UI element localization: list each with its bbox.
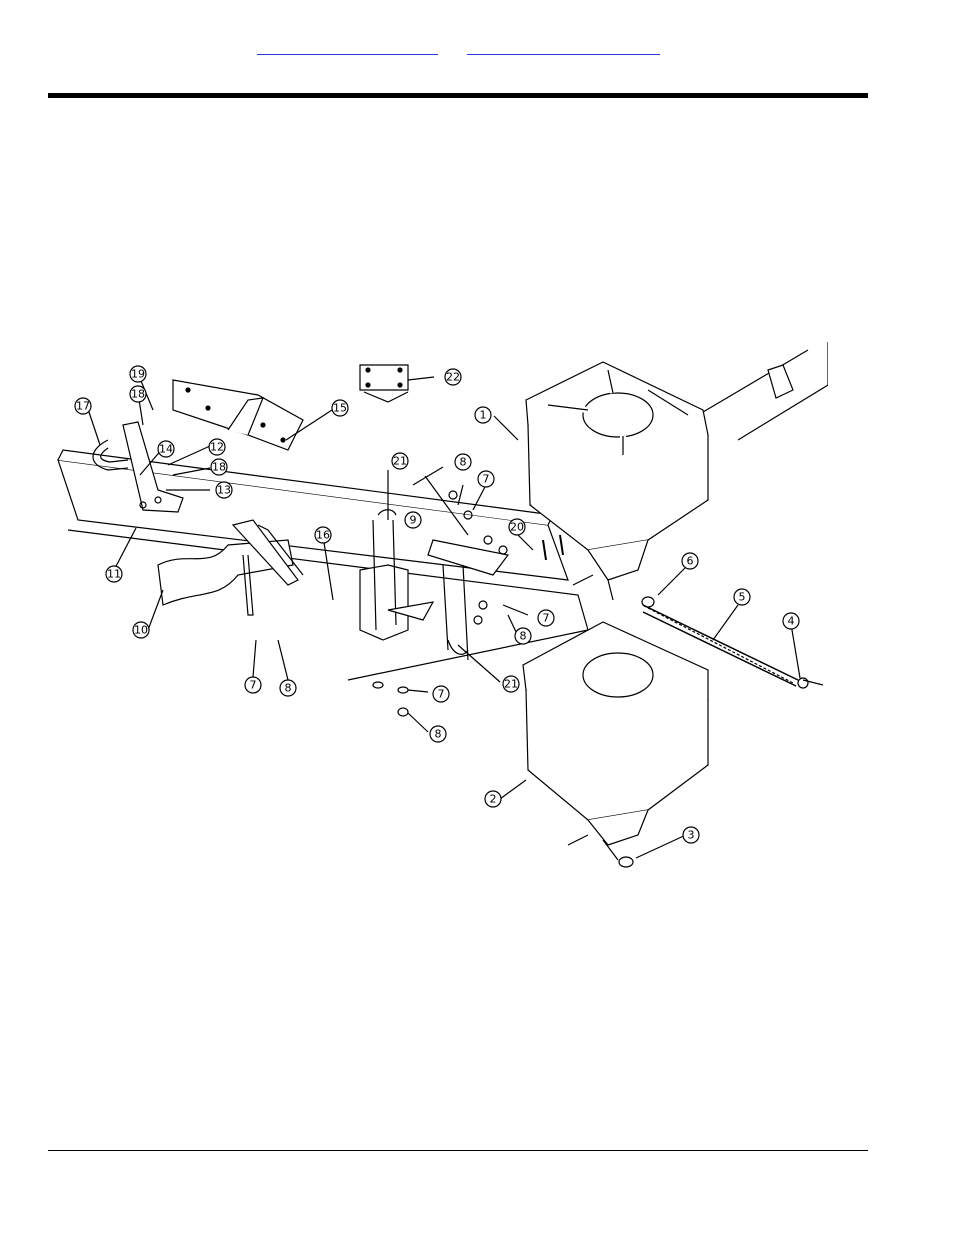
plate-9	[427, 490, 510, 661]
footer-rule	[48, 1150, 868, 1151]
callout-8c: 8	[429, 725, 447, 743]
callout-3: 3	[682, 826, 700, 844]
u-bolt-17	[92, 439, 129, 471]
hanger-bracket	[231, 519, 304, 616]
svg-text:14: 14	[159, 443, 173, 456]
callout-4: 4	[782, 612, 800, 630]
parts-diagram: 1 2 3 4 5 6 7 7 7 7 8 8 8 8 9 10 11 12 1…	[48, 340, 829, 885]
svg-text:21: 21	[393, 455, 407, 468]
callout-11: 11	[105, 565, 123, 583]
callout-13: 13	[215, 481, 233, 499]
callout-22: 22	[444, 368, 462, 386]
bolts-20	[542, 534, 564, 561]
frame-tube-upper	[697, 342, 829, 441]
callout-20: 20	[508, 518, 526, 536]
callout-19: 19	[129, 365, 147, 383]
hopper-1	[525, 361, 709, 601]
svg-text:4: 4	[788, 615, 795, 628]
svg-text:7: 7	[543, 612, 550, 625]
header-link-2[interactable]	[467, 40, 660, 55]
bracket-11	[122, 421, 184, 513]
callout-7b: 7	[244, 676, 262, 694]
svg-text:1: 1	[480, 409, 487, 422]
svg-text:8: 8	[435, 728, 442, 741]
header-rule	[48, 93, 868, 98]
callout-21a: 21	[391, 452, 409, 470]
svg-text:10: 10	[134, 624, 148, 637]
svg-text:6: 6	[687, 555, 694, 568]
svg-text:15: 15	[333, 402, 347, 415]
svg-text:7: 7	[483, 473, 490, 486]
svg-text:13: 13	[217, 484, 231, 497]
callout-6: 6	[681, 552, 699, 570]
callout-8d: 8	[454, 453, 472, 471]
callout-15: 15	[331, 399, 349, 417]
svg-text:18: 18	[212, 461, 226, 474]
callout-14: 14	[157, 440, 175, 458]
bent-tube	[157, 539, 294, 606]
callout-21b: 21	[502, 675, 520, 693]
callout-12: 12	[208, 438, 226, 456]
svg-text:9: 9	[410, 514, 417, 527]
callout-16: 16	[314, 526, 332, 544]
callout-10: 10	[132, 621, 150, 639]
callout-9: 9	[404, 511, 422, 529]
svg-text:3: 3	[688, 829, 695, 842]
drive-shaft-5	[641, 596, 824, 689]
callout-7a: 7	[537, 609, 555, 627]
svg-text:8: 8	[520, 630, 527, 643]
svg-text:8: 8	[460, 456, 467, 469]
callout-18a: 18	[129, 385, 147, 403]
plate-22	[359, 364, 409, 403]
svg-text:20: 20	[510, 521, 524, 534]
hopper-2	[522, 621, 709, 861]
callout-7c: 7	[432, 685, 450, 703]
svg-text:16: 16	[316, 529, 330, 542]
center-clamp	[359, 509, 435, 717]
callout-markers: 1 2 3 4 5 6 7 7 7 7 8 8 8 8 9 10 11 12 1…	[74, 365, 800, 844]
callout-17: 17	[74, 397, 92, 415]
clip-3	[618, 856, 634, 868]
callout-18b: 18	[210, 458, 228, 476]
svg-text:2: 2	[490, 793, 497, 806]
header-link-1[interactable]	[257, 40, 438, 55]
callout-8a: 8	[514, 627, 532, 645]
svg-text:7: 7	[250, 679, 257, 692]
callout-5: 5	[733, 588, 751, 606]
callout-8b: 8	[279, 679, 297, 697]
mount-bracket-15	[172, 379, 304, 451]
callout-1: 1	[474, 406, 492, 424]
callout-7d: 7	[477, 470, 495, 488]
svg-text:12: 12	[210, 441, 224, 454]
svg-text:11: 11	[107, 568, 121, 581]
svg-text:17: 17	[76, 400, 90, 413]
svg-text:21: 21	[504, 678, 518, 691]
svg-text:19: 19	[131, 368, 145, 381]
svg-text:18: 18	[131, 388, 145, 401]
svg-text:5: 5	[739, 591, 746, 604]
callout-2: 2	[484, 790, 502, 808]
svg-text:7: 7	[438, 688, 445, 701]
svg-text:8: 8	[285, 682, 292, 695]
svg-text:22: 22	[446, 371, 460, 384]
